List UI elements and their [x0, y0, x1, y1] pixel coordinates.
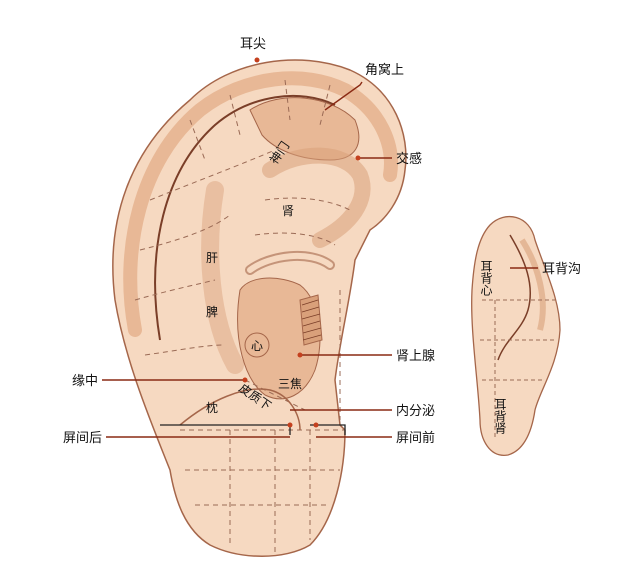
back-ear-zone-lines	[480, 299, 555, 440]
tragus-hatch-lines	[301, 299, 322, 341]
leaders	[102, 81, 538, 438]
helix-inner-edge	[154, 94, 336, 341]
dot-ping-jian-hou	[287, 422, 293, 428]
dot-er-jian	[254, 57, 260, 63]
label-xin: 心	[251, 339, 263, 353]
dot-shen-shang-xian	[297, 352, 303, 358]
back-ear-ridge	[519, 238, 546, 331]
label-yuan-zhong: 缘中	[72, 374, 98, 389]
helix-rim	[123, 71, 398, 337]
label-gan: 肝	[206, 251, 218, 265]
dot-jiao-gan	[355, 155, 361, 161]
label-san-jiao: 三焦	[278, 377, 302, 391]
acupoint-dots	[242, 57, 361, 428]
label-shen-shang-xian: 肾上腺	[396, 349, 435, 364]
antihelix-body	[201, 181, 244, 374]
dot-yuan-zhong	[242, 377, 248, 383]
dot-ping-jian-qian	[313, 422, 319, 428]
antitragus	[179, 388, 301, 431]
label-shen: 肾	[282, 204, 294, 218]
crus-highlight	[247, 252, 333, 273]
back-ear-outline	[471, 216, 561, 456]
label-zhen: 枕	[206, 400, 218, 415]
label-er-jian: 耳尖	[240, 37, 266, 52]
label-jiao-gan: 交感	[396, 151, 422, 167]
label-nei-fen-mi: 内分泌	[396, 403, 435, 419]
back-ear-groove	[497, 234, 532, 361]
triangular-fossa	[249, 97, 360, 161]
label-pi: 脾	[206, 304, 218, 319]
leader-jiao-wo-shang	[324, 81, 363, 111]
label-er-bei-xin: 耳背心	[479, 260, 493, 296]
antihelix-superior-crus	[262, 147, 371, 248]
concha	[237, 277, 321, 400]
label-er-bei-gou: 耳背沟	[542, 262, 581, 277]
xin-ring	[244, 332, 270, 358]
front-ear	[112, 59, 407, 557]
zone-lines	[134, 79, 351, 555]
label-er-bei-shen: 耳背肾	[493, 398, 507, 435]
label-jiao-wo-shang: 角窝上	[365, 62, 404, 78]
label-ping-jian-hou: 屏间后	[63, 431, 102, 446]
label-ping-jian-qian: 屏间前	[396, 430, 435, 446]
back-ear	[471, 216, 561, 456]
